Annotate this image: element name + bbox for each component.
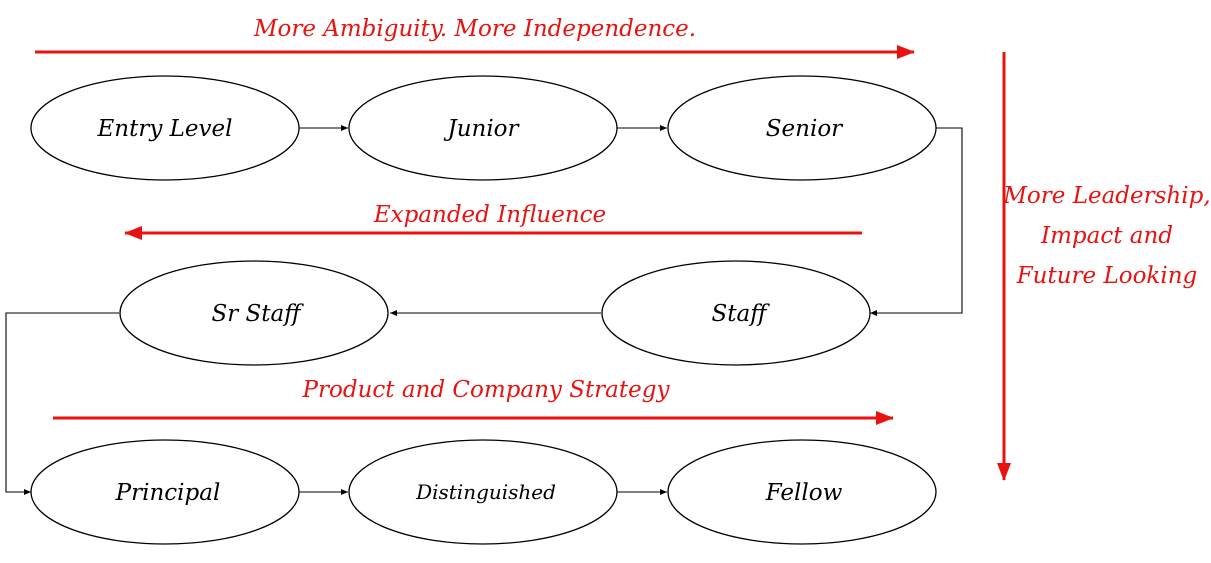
node-fellow-label: Fellow [765, 480, 843, 506]
middle-trend-label: Expanded Influence [373, 202, 606, 228]
node-distinguished-shape [348, 439, 618, 545]
node-distinguished: Distinguished [348, 439, 618, 545]
node-entry-level: Entry Level [30, 75, 300, 181]
node-senior-shape [667, 75, 937, 181]
node-staff: Staff [601, 260, 871, 366]
node-distinguished-label: Distinguished [415, 480, 556, 504]
node-principal-shape [30, 439, 300, 545]
top-trend-label: More Ambiguity. More Independence. [253, 16, 696, 42]
node-sr-staff-shape [119, 260, 389, 366]
node-junior: Junior [348, 75, 618, 181]
node-junior-label: Junior [443, 116, 520, 142]
node-senior: Senior [667, 75, 937, 181]
bottom-trend-label: Product and Company Strategy [302, 377, 671, 403]
side-trend-label-line-2: Impact and [1040, 223, 1173, 249]
node-staff-shape [601, 260, 871, 366]
node-entry-level-shape [30, 75, 300, 181]
connector-sr-staff-to-principal [5, 312, 119, 495]
node-fellow-shape [667, 439, 937, 545]
side-trend-label-line-1: More Leadership, [1002, 183, 1210, 209]
connector-senior-to-staff [870, 127, 963, 316]
side-trend-label-line-3: Future Looking [1016, 263, 1198, 289]
connectors [5, 125, 963, 495]
node-junior-shape [348, 75, 618, 181]
node-sr-staff: Sr Staff [119, 260, 389, 366]
node-principal-label: Principal [115, 480, 221, 506]
node-sr-staff-label: Sr Staff [211, 301, 304, 327]
trend-arrows [35, 45, 1011, 481]
node-fellow: Fellow [667, 439, 937, 545]
node-staff-label: Staff [711, 301, 770, 327]
node-senior-label: Senior [766, 116, 844, 142]
side-trend-label: More Leadership, Impact and Future Looki… [1002, 183, 1210, 289]
node-principal: Principal [30, 439, 300, 545]
node-entry-level-label: Entry Level [97, 116, 233, 142]
